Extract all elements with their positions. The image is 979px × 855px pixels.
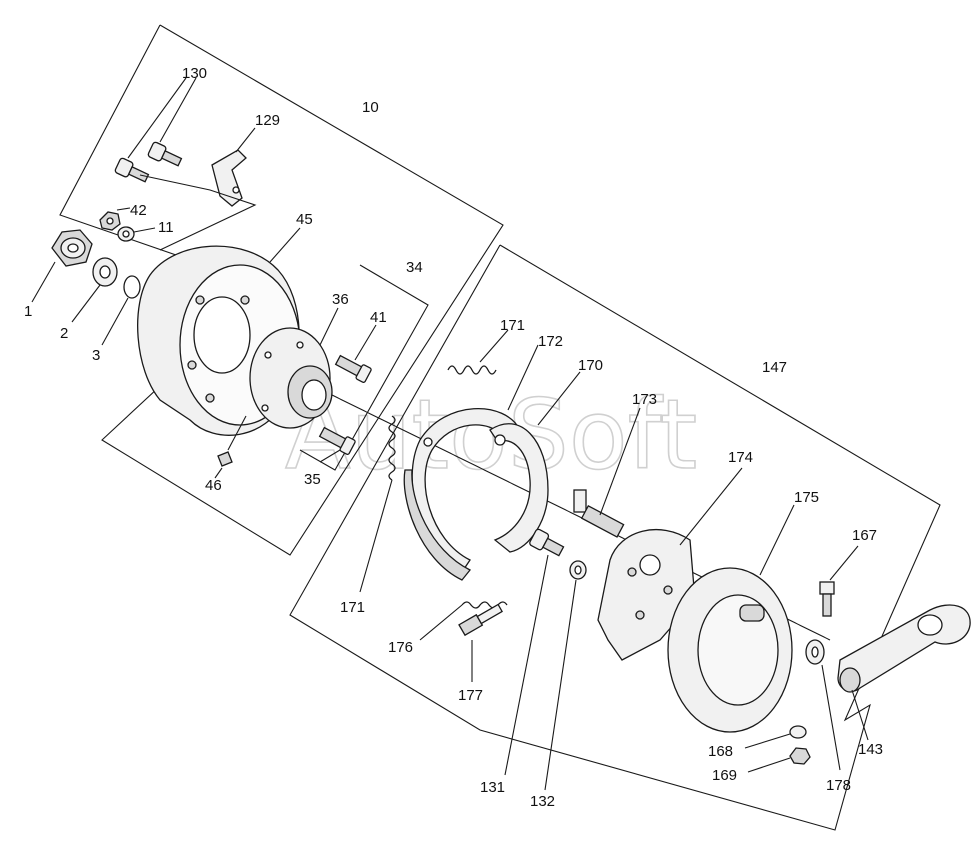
- label-1: 1: [24, 303, 32, 320]
- part-11-washer: [117, 226, 156, 242]
- label-131: 131: [480, 779, 505, 796]
- label-35: 35: [304, 471, 321, 488]
- part-172-brake-shoe: [403, 344, 539, 581]
- part-143-lever: [837, 604, 971, 741]
- label-168: 168: [708, 743, 733, 760]
- part-177-adjuster: [458, 603, 503, 682]
- assembly-boundary-147: [289, 244, 941, 831]
- label-178: 178: [826, 777, 851, 794]
- part-167-bolt: [819, 545, 859, 617]
- part-132-washer: [544, 560, 587, 791]
- label-175: 175: [794, 489, 819, 506]
- label-172: 172: [538, 333, 563, 350]
- label-177: 177: [458, 687, 483, 704]
- label-46: 46: [205, 477, 222, 494]
- label-34: 34: [406, 259, 423, 276]
- part-170-brake-shoe: [489, 371, 581, 553]
- part-42-nut: [99, 207, 131, 231]
- part-46-key: [214, 415, 247, 479]
- label-10: 10: [362, 99, 379, 116]
- label-42: 42: [130, 202, 147, 219]
- label-132: 132: [530, 793, 555, 810]
- part-175-dust-cover: [667, 504, 795, 733]
- label-41: 41: [370, 309, 387, 326]
- label-143: 143: [858, 741, 883, 758]
- part-178-washer: [805, 639, 841, 771]
- label-147: 147: [762, 359, 787, 376]
- part-41-stud: [334, 324, 377, 383]
- label-170: 170: [578, 357, 603, 374]
- part-35-stud: [318, 426, 356, 463]
- label-129: 129: [255, 112, 280, 129]
- part-168-washer: [744, 725, 807, 749]
- part-176-spring: [419, 601, 508, 641]
- part-labels: 130 129 10 42 11 45 34 36 41 1 2 3 35 46…: [24, 65, 883, 810]
- label-169: 169: [712, 767, 737, 784]
- label-3: 3: [92, 347, 100, 364]
- label-167: 167: [852, 527, 877, 544]
- label-171-lower: 171: [340, 599, 365, 616]
- part-2-washer: [71, 257, 118, 323]
- label-45: 45: [296, 211, 313, 228]
- part-130-bolts: [114, 77, 197, 183]
- part-3-ring: [101, 275, 141, 346]
- part-173-cam-shaft: [573, 407, 641, 538]
- part-169-nut: [747, 747, 811, 773]
- part-36-hub: [249, 307, 339, 429]
- label-11: 11: [158, 219, 174, 236]
- label-171-upper: 171: [500, 317, 525, 334]
- part-129-bracket: [139, 127, 257, 251]
- label-36: 36: [332, 291, 349, 308]
- part-171-spring-lower: [359, 415, 396, 593]
- label-173: 173: [632, 391, 657, 408]
- label-130: 130: [182, 65, 207, 82]
- part-131-bolt: [504, 528, 565, 776]
- label-2: 2: [60, 325, 68, 342]
- part-171-spring-upper: [447, 329, 509, 375]
- sub-boundary-34: [299, 264, 429, 471]
- label-174: 174: [728, 449, 753, 466]
- label-176: 176: [388, 639, 413, 656]
- part-1-hub-nut: [31, 229, 93, 303]
